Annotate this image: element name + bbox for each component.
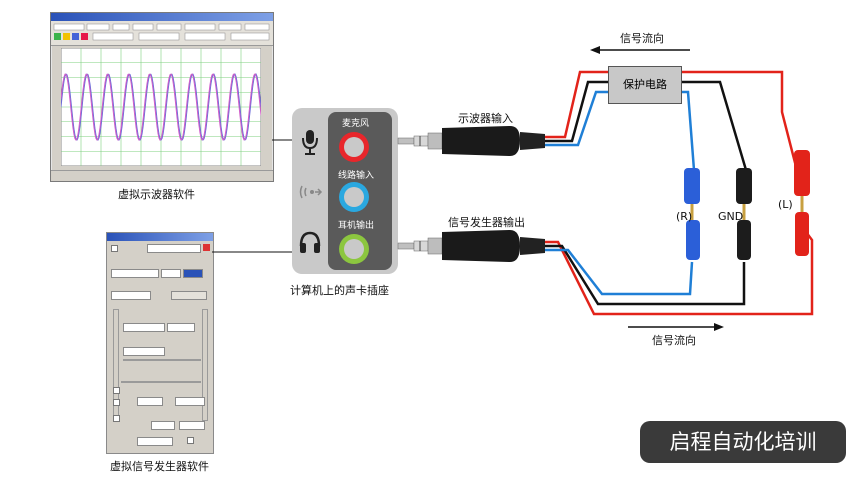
signal-direction-top-label: 信号流向 — [620, 32, 664, 45]
generator-field-selected — [183, 269, 203, 278]
microphone-icon — [302, 130, 318, 155]
linein-jack — [339, 182, 369, 212]
oscilloscope-software-label: 虚拟示波器软件 — [118, 188, 195, 201]
line-in-icon — [299, 185, 323, 199]
oscilloscope-statusbar — [51, 170, 273, 181]
toolbar-controls-graphic — [53, 23, 270, 41]
oscilloscope-titlebar — [51, 13, 273, 21]
generator-loop-checkbox — [187, 437, 194, 444]
generator-slider-right — [202, 309, 208, 421]
mic-jack-label: 麦克风 — [342, 119, 370, 129]
soundcard-panel: 麦克风 线路输入 耳机输出 — [292, 108, 398, 274]
signal-direction-arrow-bottom — [628, 323, 724, 331]
linein-jack-label: 线路输入 — [338, 171, 375, 181]
generator-checkbox — [111, 245, 118, 252]
generator-field — [171, 291, 207, 300]
blue-clip-r — [684, 168, 700, 260]
generator-amplitude-field — [123, 347, 165, 356]
generator-field — [175, 397, 205, 406]
black-clip-gnd — [736, 168, 752, 260]
signal-generator-software-label: 虚拟信号发生器软件 — [110, 460, 209, 473]
gen-output-label: 信号发生器输出 — [448, 216, 525, 229]
headphone-jack — [339, 234, 369, 264]
upper-cable-wires — [545, 70, 608, 147]
soundcard-icons — [299, 130, 323, 253]
generator-slider-track — [123, 359, 201, 361]
oscilloscope-waveform-display — [61, 48, 261, 166]
generator-field — [111, 291, 151, 300]
oscilloscope-software-window — [50, 12, 274, 182]
soundcard-label: 计算机上的声卡插座 — [290, 284, 389, 297]
generator-checkbox — [113, 415, 120, 422]
osc-input-label: 示波器输入 — [458, 112, 513, 125]
soundcard-jack-strip: 麦克风 线路输入 耳机输出 — [328, 112, 392, 270]
clip-gnd-label: GND — [718, 210, 744, 223]
clip-r-label: (R) — [676, 210, 693, 223]
protection-output-wires — [680, 70, 804, 191]
headphones-icon — [299, 231, 321, 253]
watermark-banner: 启程自动化培训 — [640, 421, 846, 463]
headphone-jack-label: 耳机输出 — [338, 221, 375, 231]
generator-duration-field — [137, 437, 173, 446]
generator-field — [161, 269, 181, 278]
generator-frequency-field — [167, 323, 195, 332]
osc-input-plug — [397, 126, 545, 156]
signal-generator-software-window — [106, 232, 214, 454]
mic-jack — [339, 132, 369, 162]
oscilloscope-toolbar — [51, 21, 273, 46]
generator-field — [151, 421, 175, 430]
waveform-trace-1 — [61, 73, 261, 141]
generator-record-indicator — [203, 244, 210, 251]
generator-slider-track — [121, 381, 201, 383]
generator-field — [179, 421, 205, 430]
signal-direction-bottom-label: 信号流向 — [652, 334, 696, 347]
clip-l-label: (L) — [778, 198, 793, 211]
signal-direction-arrow-top — [590, 46, 690, 54]
gen-output-plug — [397, 230, 545, 262]
generator-select-field — [147, 244, 201, 253]
generator-field — [111, 269, 159, 278]
lower-cable-wires — [545, 231, 814, 316]
generator-frequency-field — [123, 323, 165, 332]
generator-field — [137, 397, 163, 406]
protection-circuit-box: 保护电路 — [608, 66, 682, 104]
generator-titlebar — [107, 233, 213, 241]
generator-checkbox — [113, 399, 120, 406]
red-clip-l — [794, 150, 810, 256]
waveform-trace-2 — [61, 73, 261, 141]
generator-checkbox — [113, 387, 120, 394]
